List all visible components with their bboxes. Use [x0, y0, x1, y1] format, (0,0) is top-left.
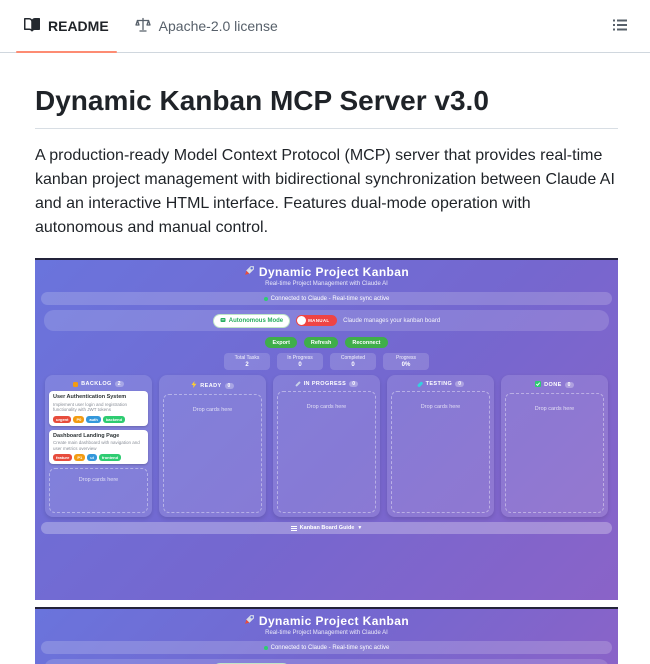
tag-pill: urgent — [53, 416, 71, 423]
tag-pill: P0 — [73, 416, 84, 423]
guide-label: Kanban Board Guide — [300, 525, 355, 531]
task-card: Dashboard Landing Page Create main dashb… — [49, 430, 148, 465]
file-tab-bar: README Apache-2.0 license — [0, 0, 650, 53]
backlog-icon — [73, 382, 78, 387]
check-icon — [535, 381, 541, 389]
tag-pill: feature — [53, 454, 72, 461]
dropzone: Drop cards here — [163, 394, 262, 513]
refresh-button: Refresh — [304, 337, 338, 348]
column-title: DONE — [544, 382, 562, 388]
mode-description: Claude manages your kanban board — [343, 318, 440, 324]
dropzone: Drop cards here — [277, 391, 376, 513]
dropzone: Drop cards here — [391, 391, 490, 513]
reconnect-button: Reconnect — [345, 337, 387, 348]
tab-license[interactable]: Apache-2.0 license — [127, 0, 286, 52]
kanban-title-text: Dynamic Project Kanban — [259, 265, 409, 279]
column-count-badge: 0 — [349, 381, 358, 387]
book-icon — [24, 17, 40, 36]
column-testing: TESTING 0 Drop cards here — [387, 375, 494, 517]
kanban-title-text: Dynamic Project Kanban — [259, 614, 409, 628]
readme-tab-label: README — [48, 18, 109, 34]
column-title: READY — [200, 383, 221, 389]
column-title: TESTING — [426, 381, 453, 387]
column-count-badge: 2 — [115, 381, 124, 387]
stat-completed: Completed 0 — [330, 353, 376, 370]
autonomous-mode-pill: Autonomous Mode — [213, 314, 290, 328]
dropzone: Drop cards here — [505, 393, 604, 513]
test-tube-icon — [417, 381, 423, 387]
rocket-icon — [244, 265, 255, 279]
stats-row: Total Tasks 2 In Progress 0 Completed 0 … — [35, 353, 618, 370]
status-text: Connected to Claude - Real-time sync act… — [271, 296, 390, 302]
readme-content: Dynamic Kanban MCP Server v3.0 A product… — [0, 83, 650, 664]
status-dot-icon — [264, 646, 268, 650]
task-card: User Authentication System Implement use… — [49, 391, 148, 426]
export-button: Export — [265, 337, 296, 348]
stat-progress: Progress 0% — [383, 353, 429, 370]
column-count-badge: 0 — [455, 381, 464, 387]
tab-readme[interactable]: README — [16, 0, 117, 52]
stat-in-progress: In Progress 0 — [277, 353, 323, 370]
hammer-icon — [295, 381, 301, 387]
status-dot-icon — [264, 297, 268, 301]
connection-status-bar: Connected to Claude - Real-time sync act… — [41, 292, 612, 305]
kanban-subtitle: Real-time Project Management with Claude… — [35, 281, 618, 287]
kanban-title: Dynamic Project Kanban — [35, 265, 618, 279]
kanban-subtitle: Real-time Project Management with Claude… — [35, 630, 618, 636]
kanban-header: Dynamic Project Kanban Real-time Project… — [35, 260, 618, 287]
page-title: Dynamic Kanban MCP Server v3.0 — [35, 83, 618, 129]
column-title: IN PROGRESS — [304, 381, 347, 387]
column-done: DONE 0 Drop cards here — [501, 375, 608, 517]
status-text: Connected to Claude - Real-time sync act… — [271, 645, 390, 651]
scales-icon — [135, 17, 151, 36]
list-icon — [612, 21, 628, 36]
mode-bar: Autonomous Mode MANUAL Claude manages yo… — [44, 310, 609, 331]
stat-total-tasks: Total Tasks 2 — [224, 353, 270, 370]
rocket-icon — [244, 614, 255, 628]
action-buttons-row: Export Refresh Reconnect — [35, 337, 618, 348]
toggle-label: MANUAL — [308, 318, 329, 323]
toggle-knob — [297, 316, 306, 325]
column-count-badge: 0 — [225, 383, 234, 389]
dropzone: Drop cards here — [49, 468, 148, 513]
tag-pill: backend — [103, 416, 125, 423]
license-tab-label: Apache-2.0 license — [159, 18, 278, 34]
column-in-progress: IN PROGRESS 0 Drop cards here — [273, 375, 380, 517]
chevron-down-icon: ▼ — [357, 525, 362, 531]
column-backlog: BACKLOG 2 User Authentication System Imp… — [45, 375, 152, 517]
column-title: BACKLOG — [81, 381, 112, 387]
kanban-columns: BACKLOG 2 User Authentication System Imp… — [45, 375, 608, 517]
tag-pill: ui — [87, 454, 97, 461]
kanban-screenshot-2[interactable]: Dynamic Project Kanban Real-time Project… — [35, 607, 618, 664]
kanban-screenshot-1[interactable]: Dynamic Project Kanban Real-time Project… — [35, 258, 618, 600]
board-guide-bar: Kanban Board Guide ▼ — [41, 522, 612, 534]
mode-bar: Autonomous Mode MANUAL Claude manages yo… — [44, 659, 609, 664]
column-count-badge: 0 — [565, 382, 574, 388]
robot-icon — [220, 317, 226, 325]
autonomous-mode-label: Autonomous Mode — [229, 318, 283, 324]
guide-list-icon — [291, 526, 297, 531]
mode-toggle: MANUAL — [296, 315, 337, 326]
tag-pill: auth — [86, 416, 100, 423]
connection-status-bar: Connected to Claude - Real-time sync act… — [41, 641, 612, 654]
tag-pill: frontend — [99, 454, 121, 461]
outline-button[interactable] — [606, 11, 634, 42]
column-ready: READY 0 Drop cards here — [159, 375, 266, 517]
intro-paragraph: A production-ready Model Context Protoco… — [35, 144, 618, 240]
ready-icon — [191, 381, 197, 390]
tag-pill: P1 — [74, 454, 85, 461]
